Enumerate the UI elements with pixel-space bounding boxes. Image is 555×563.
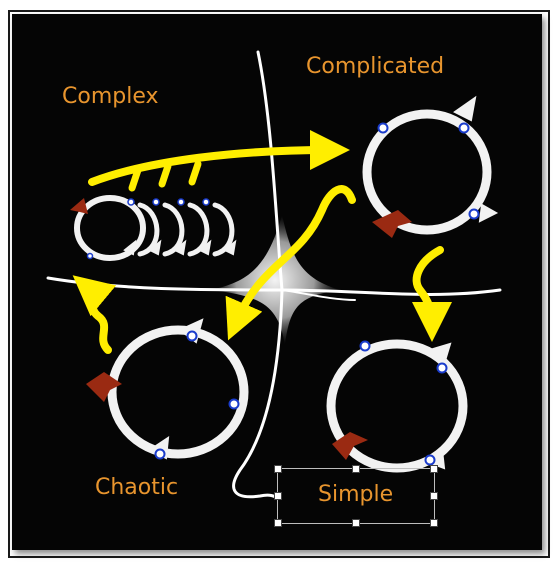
resize-handle-top-right[interactable] [430, 465, 438, 473]
node-icon [186, 330, 198, 342]
chaotic-apex-marker [86, 372, 122, 402]
resize-handle-top-left[interactable] [274, 465, 282, 473]
complicated-loop [362, 95, 499, 235]
small-loop-icon [212, 202, 235, 257]
complex-loops [74, 195, 237, 261]
frame-border [8, 10, 550, 558]
transition-arrows [72, 130, 452, 354]
label-chaotic: Chaotic [95, 475, 179, 500]
simple-apex-marker [332, 432, 368, 460]
node-icon [424, 454, 436, 466]
node-icon [202, 198, 210, 206]
small-loop-icon [137, 202, 160, 257]
chaotic-loop [107, 318, 249, 460]
label-complicated: Complicated [306, 54, 445, 79]
label-simple[interactable]: Simple [318, 482, 394, 507]
arrow-chaotic-to-complex [72, 275, 117, 354]
complex-cycle-icon [74, 195, 146, 261]
complicated-nodes [377, 122, 480, 220]
node-icon [177, 198, 185, 206]
node-icon [458, 122, 470, 134]
label-complex: Complex [62, 84, 159, 109]
chaotic-cycle-icon [107, 325, 249, 459]
node-icon [154, 448, 166, 460]
resize-handle-bottom-right[interactable] [430, 519, 438, 527]
resize-handle-top-center[interactable] [352, 465, 360, 473]
complicated-apex-marker [372, 210, 412, 238]
node-icon [86, 252, 94, 260]
arrow-tick [128, 166, 142, 192]
center-cusp [210, 215, 340, 345]
node-icon [377, 122, 389, 134]
node-icon [152, 198, 160, 206]
node-icon [359, 340, 371, 352]
small-loop-icon [162, 202, 185, 257]
simple-nodes [359, 340, 448, 466]
complicated-cycle-icon [362, 109, 492, 235]
node-icon [436, 362, 448, 374]
resize-handle-middle-left[interactable] [274, 492, 282, 500]
resize-handle-middle-right[interactable] [430, 492, 438, 500]
arrow-tick [158, 162, 172, 188]
node-icon [127, 198, 135, 206]
chaotic-nodes [154, 330, 240, 460]
node-icon [228, 398, 240, 410]
complex-apex-marker [70, 198, 88, 214]
arrow-complicated-to-simple [411, 246, 452, 342]
resize-handle-bottom-left[interactable] [274, 519, 282, 527]
small-loop-icon [187, 202, 210, 257]
resize-handle-bottom-center[interactable] [352, 519, 360, 527]
simple-label-selection-box[interactable]: Simple [277, 468, 435, 524]
arrow-complex-to-complicated [88, 130, 350, 186]
node-icon [468, 208, 480, 220]
arrow-tick [188, 160, 202, 186]
complex-nodes [86, 198, 210, 260]
arrow-complicated-to-chaotic [225, 185, 356, 341]
